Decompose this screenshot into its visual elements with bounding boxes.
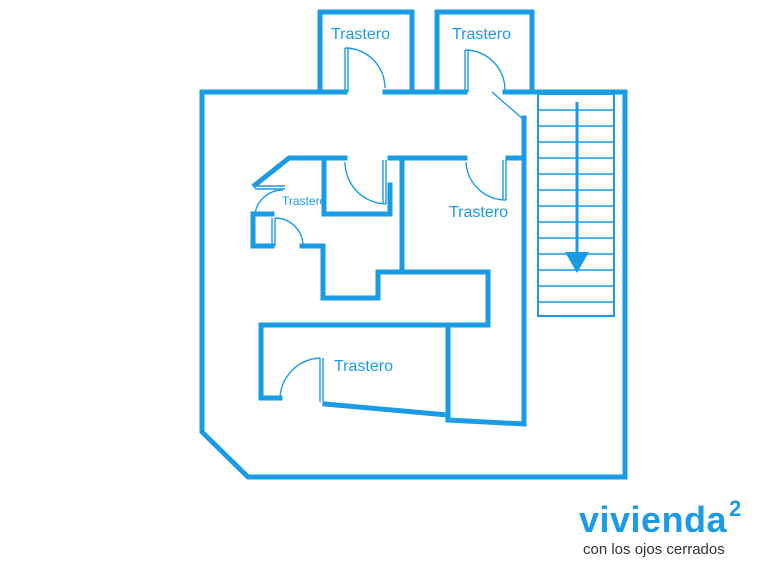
- logo-superscript: 2: [729, 496, 742, 521]
- room-label-mid-right: Trastero: [449, 204, 508, 221]
- room-label-small: Trastero: [282, 194, 327, 208]
- room-label-top-right: Trastero: [452, 26, 511, 43]
- door-corridor: [491, 91, 525, 121]
- storage-top-left-wall: [317, 9, 415, 95]
- storage-top-right-wall: [434, 9, 535, 95]
- door-small-storage-bottom: [271, 217, 304, 247]
- brand-logo: vivienda2: [579, 496, 741, 540]
- central-storage-wall: [321, 155, 393, 217]
- corridor-right-wall: [445, 115, 527, 427]
- logo-word: vivienda: [579, 499, 728, 540]
- door-top-left: [344, 47, 386, 92]
- staircase: [537, 93, 615, 317]
- stair-direction-arrow: [565, 102, 589, 273]
- outer-wall: [199, 89, 628, 480]
- room-label-top-left: Trastero: [331, 26, 390, 43]
- room-label-bottom: Trastero: [334, 358, 393, 375]
- small-storage-wall: [250, 211, 275, 249]
- door-small-storage-top: [254, 185, 285, 215]
- logo-tagline: con los ojos cerrados: [583, 541, 725, 558]
- bottom-storage-wall-lower: [322, 401, 451, 418]
- bottom-storage-wall: [258, 322, 491, 401]
- door-top-right: [464, 49, 506, 92]
- door-central-left: [344, 160, 387, 205]
- central-block-top-wall: [251, 155, 348, 189]
- door-bottom-storage: [279, 357, 324, 402]
- central-lower-wall: [299, 243, 491, 328]
- door-central-right: [465, 160, 507, 201]
